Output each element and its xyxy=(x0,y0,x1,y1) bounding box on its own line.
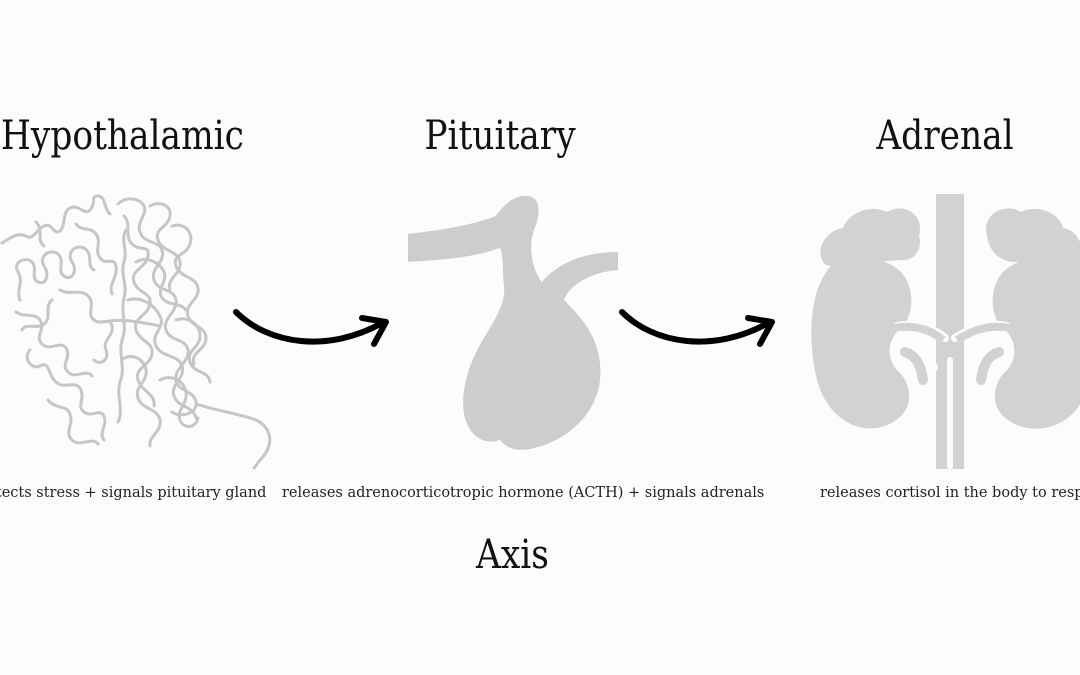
pituitary-gland-icon xyxy=(408,195,618,450)
curved-arrow-icon xyxy=(619,309,775,347)
title-adrenal: Adrenal xyxy=(876,113,1014,159)
caption-pituitary: releases adrenocorticotropic hormone (AC… xyxy=(282,485,765,501)
brain-icon xyxy=(0,194,272,470)
title-hypothalamic: Hypothalamic xyxy=(0,113,244,159)
kidneys-adrenal-icon xyxy=(811,194,1080,469)
title-axis: Axis xyxy=(476,532,549,578)
caption-adrenal: releases cortisol in the body to respond… xyxy=(820,485,1080,501)
caption-hypothalamic: detects stress + signals pituitary gland xyxy=(0,485,267,501)
title-pituitary: Pituitary xyxy=(424,113,576,159)
curved-arrow-icon xyxy=(233,309,389,347)
